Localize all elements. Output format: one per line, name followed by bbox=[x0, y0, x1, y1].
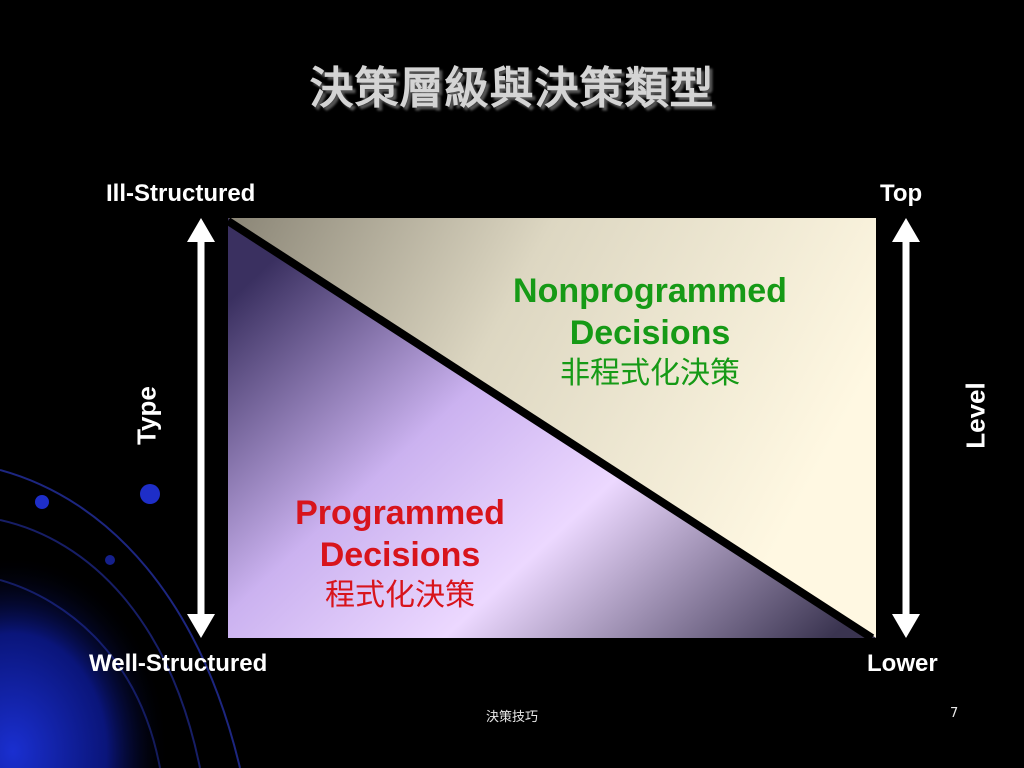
nonprogrammed-decisions-label: Nonprogrammed Decisions 非程式化決策 bbox=[470, 270, 830, 394]
programmed-line1: Programmed bbox=[295, 494, 505, 532]
nonprogrammed-chinese: 非程式化決策 bbox=[560, 356, 740, 391]
footer-text: 決策技巧 bbox=[485, 710, 538, 725]
slide-title: 決策層級與決策類型 bbox=[309, 63, 715, 114]
page-number: 7 bbox=[950, 706, 959, 721]
type-arrow bbox=[187, 218, 215, 638]
nonprogrammed-line1: Nonprogrammed bbox=[513, 272, 787, 310]
ill-structured-label: Ill-Structured bbox=[106, 180, 256, 207]
level-arrow bbox=[892, 218, 920, 638]
programmed-chinese: 程式化決策 bbox=[325, 578, 475, 613]
programmed-line2: Decisions bbox=[319, 536, 481, 574]
top-label: Top bbox=[880, 180, 923, 207]
type-axis-label: Type bbox=[131, 386, 162, 445]
well-structured-label: Well-Structured bbox=[89, 650, 268, 677]
lower-label: Lower bbox=[867, 650, 938, 677]
diagonal-divider bbox=[225, 217, 875, 642]
programmed-decisions-label: Programmed Decisions 程式化決策 bbox=[250, 492, 550, 616]
level-axis-label: Level bbox=[960, 382, 991, 449]
nonprogrammed-line2: Decisions bbox=[569, 314, 731, 352]
